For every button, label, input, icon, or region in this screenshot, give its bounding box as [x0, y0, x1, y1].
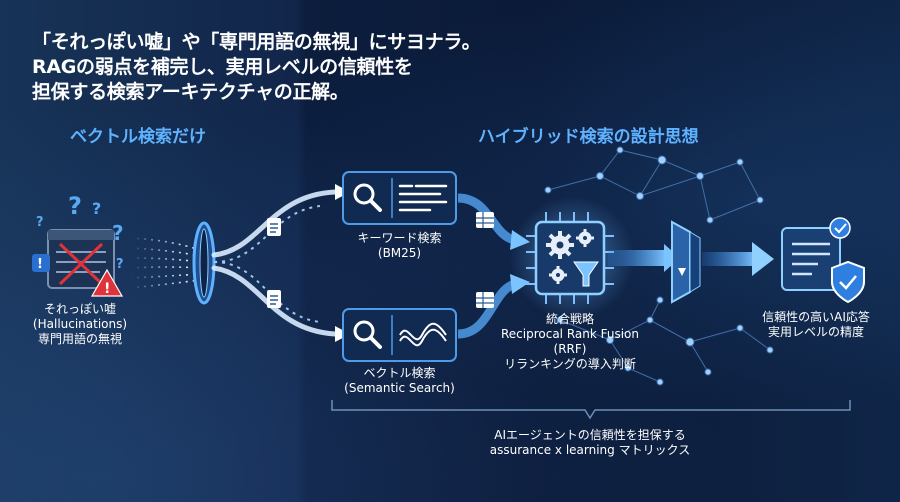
- keyword-search-box: [342, 171, 457, 225]
- problem-label-line: それっぽい嘘: [43, 302, 116, 316]
- document-cross-icon: !: [32, 229, 115, 289]
- vector-search-box: [342, 308, 457, 362]
- headline-line-2: RAGの弱点を補完し、実用レベルの信頼性を: [32, 56, 413, 78]
- prism-icon: [671, 220, 701, 304]
- wave-icon: [399, 322, 447, 347]
- integration-line: Reciprocal Rank Fusion: [500, 327, 640, 341]
- keyword-search-title: キーワード検索: [357, 231, 442, 245]
- svg-text:?: ?: [112, 221, 124, 245]
- integration-line: 統合戦略: [545, 312, 594, 326]
- data-stream: [129, 237, 201, 289]
- integration-label: 統合戦略 Reciprocal Rank Fusion (RRF) リランキング…: [480, 312, 660, 372]
- headline-line-1: 「それっぽい嘘」や「専門用語の無視」にサヨナラ。: [32, 31, 481, 53]
- svg-text:?: ?: [116, 257, 124, 272]
- problem-label-line: 専門用語の無視: [37, 332, 122, 346]
- svg-text:!: !: [37, 257, 43, 272]
- vector-search-title: ベクトル検索: [363, 366, 436, 380]
- svg-text:!: !: [104, 281, 110, 297]
- keyword-search-subtitle: (BM25): [377, 246, 422, 260]
- problem-label-line: (Hallucinations): [32, 317, 128, 331]
- integration-line: リランキングの導入判断: [504, 357, 636, 371]
- headline-line-3: 担保する検索アーキテクチャの正解。: [32, 81, 349, 103]
- shield-check-icon: [781, 217, 865, 304]
- text-lines-icon: [398, 184, 448, 212]
- split-streams: [211, 184, 350, 342]
- lens-ring-icon: [192, 221, 216, 305]
- gear-chip-icon: [510, 196, 634, 320]
- keyword-search-label: キーワード検索 (BM25): [339, 231, 460, 261]
- headline: 「それっぽい嘘」や「専門用語の無視」にサヨナラ。 RAGの弱点を補完し、実用レベ…: [32, 30, 552, 105]
- search-icon: [353, 320, 382, 349]
- result-line: 実用レベルの精度: [767, 325, 864, 339]
- svg-text:?: ?: [36, 215, 44, 230]
- svg-text:?: ?: [92, 199, 101, 218]
- output-arrow: [702, 242, 774, 276]
- footer-caption: AIエージェントの信頼性を担保する assurance x learning マ…: [480, 428, 700, 458]
- left-section-title: ベクトル検索だけ: [70, 127, 206, 147]
- search-icon: [353, 183, 382, 212]
- vector-search-subtitle: (Semantic Search): [344, 381, 455, 395]
- bottom-bracket: [331, 400, 851, 420]
- funnel-icon: [573, 261, 599, 287]
- document-icon: [267, 218, 281, 308]
- footer-line: AIエージェントの信頼性を担保する: [494, 428, 686, 442]
- warning-icon: !: [90, 268, 124, 297]
- right-section-title: ハイブリッド検索の設計思想: [478, 127, 699, 147]
- result-label: 信頼性の高いAI応答 実用レベルの精度: [746, 310, 886, 340]
- svg-text:?: ?: [68, 192, 82, 220]
- integration-line: (RRF): [553, 342, 587, 356]
- problem-label: それっぽい嘘 (Hallucinations) 専門用語の無視: [20, 302, 140, 347]
- footer-line: assurance x learning マトリックス: [489, 443, 691, 457]
- question-mark-icon: ? ? ? ? ?: [36, 192, 124, 272]
- result-line: 信頼性の高いAI応答: [762, 310, 870, 324]
- table-icon: [476, 212, 494, 308]
- vector-search-label: ベクトル検索 (Semantic Search): [334, 366, 465, 396]
